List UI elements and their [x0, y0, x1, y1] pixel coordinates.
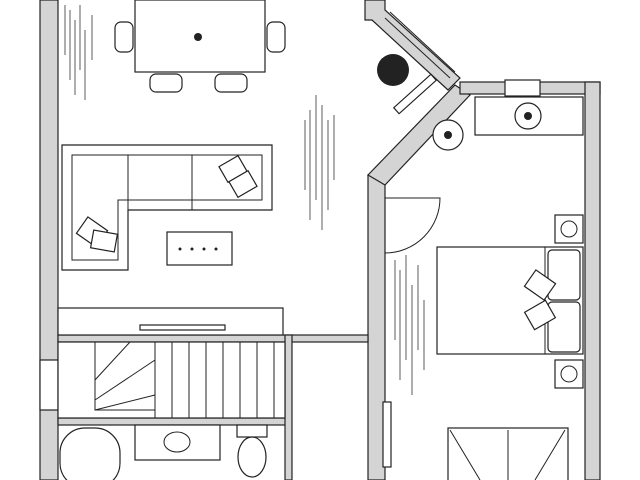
dining-set — [114, 0, 286, 93]
cushion — [228, 169, 258, 199]
tv — [139, 324, 226, 331]
floor-texture — [64, 5, 425, 395]
door-swing — [384, 197, 441, 254]
bathroom-side-wall — [284, 334, 293, 480]
radiator — [382, 401, 392, 468]
plant-icon — [377, 54, 409, 86]
stair-wall — [57, 334, 369, 343]
cushion — [89, 229, 119, 253]
pillow — [547, 301, 581, 353]
tv-cabinet — [57, 307, 284, 336]
cushion — [523, 299, 557, 331]
radiator — [392, 73, 438, 115]
sofa — [61, 144, 273, 271]
diagonal-wall — [367, 84, 471, 186]
left-window — [39, 359, 59, 411]
right-wall — [584, 81, 601, 480]
toilet — [237, 436, 267, 478]
staircase — [57, 341, 286, 419]
chair — [266, 21, 286, 53]
chair — [149, 73, 183, 93]
chair — [214, 73, 248, 93]
coffee-table — [166, 231, 233, 266]
bedroom-window — [504, 79, 541, 97]
bathtub — [59, 427, 121, 480]
chair — [114, 21, 134, 53]
sink — [134, 424, 221, 461]
cushion — [523, 269, 557, 301]
windows — [39, 11, 541, 411]
bathroom-wall — [57, 417, 291, 426]
toilet-tank — [236, 424, 268, 438]
pillow — [547, 249, 581, 301]
top-angled-wall — [364, 0, 461, 91]
nightstand — [554, 214, 584, 244]
nightstand — [554, 359, 584, 389]
table-flower-icon — [194, 33, 202, 41]
